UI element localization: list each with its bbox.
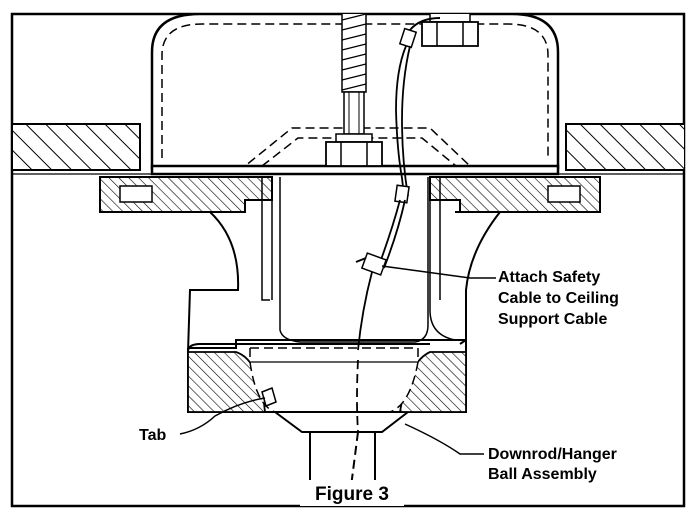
ceiling-joist-left [12,123,141,171]
leader-downrod [404,423,484,455]
callout-downrod-line-2: Ball Assembly [488,466,597,483]
safety-cable [355,17,441,433]
leader-tab [179,397,266,435]
callout-safety-cable-line-1: Attach Safety [498,269,600,286]
callout-tab: Tab [139,427,166,444]
cable-nut [421,14,479,47]
mounting-screw [325,14,383,167]
callout-safety-cable-line-3: Support Cable [498,311,607,328]
leader-safety-cable [381,265,496,279]
figure-caption: Figure 3 [315,484,389,505]
callout-downrod-line-1: Downrod/Hanger [488,446,617,463]
canopy [99,176,601,413]
hanger-ball [249,347,419,433]
ceiling-joist-right [565,123,684,171]
callout-safety-cable-line-2: Cable to Ceiling [498,290,619,307]
